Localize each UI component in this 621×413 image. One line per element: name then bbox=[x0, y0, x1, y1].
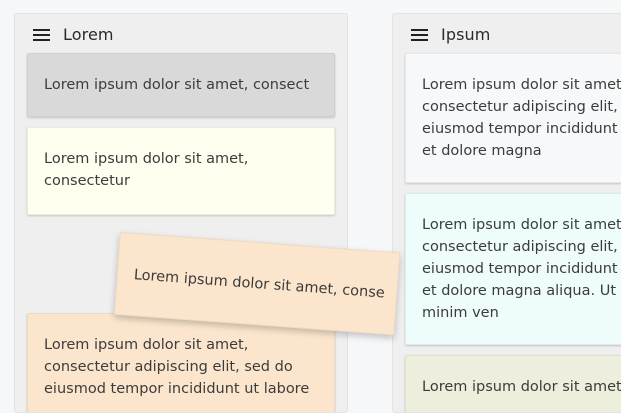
hamburger-icon[interactable] bbox=[411, 28, 428, 42]
card-item[interactable]: Lorem ipsum dolor sit amet, bbox=[405, 355, 621, 412]
column-header-lorem: Lorem bbox=[15, 14, 347, 53]
card-item[interactable]: Lorem ipsum dolor sit amet, consectetur … bbox=[27, 313, 335, 412]
hamburger-icon[interactable] bbox=[33, 28, 50, 42]
board-column-ipsum[interactable]: Ipsum Lorem ipsum dolor sit amet, consec… bbox=[392, 13, 621, 413]
column-title: Ipsum bbox=[441, 25, 491, 44]
card-item[interactable]: Lorem ipsum dolor sit amet, consectetur … bbox=[405, 193, 621, 345]
column-title: Lorem bbox=[63, 25, 114, 44]
card-item[interactable]: Lorem ipsum dolor sit amet, consect bbox=[27, 53, 335, 117]
column-header-ipsum: Ipsum bbox=[393, 14, 621, 53]
dragged-card-label: Lorem ipsum dolor sit amet, conse bbox=[133, 266, 386, 302]
card-item[interactable]: Lorem ipsum dolor sit amet, consectetur bbox=[27, 127, 335, 215]
card-list-ipsum: Lorem ipsum dolor sit amet, consectetur … bbox=[393, 53, 621, 412]
card-list-lorem: Lorem ipsum dolor sit amet, consect Lore… bbox=[15, 53, 347, 412]
card-item[interactable]: Lorem ipsum dolor sit amet, consectetur … bbox=[405, 53, 621, 183]
board-column-lorem[interactable]: Lorem Lorem ipsum dolor sit amet, consec… bbox=[14, 13, 348, 413]
